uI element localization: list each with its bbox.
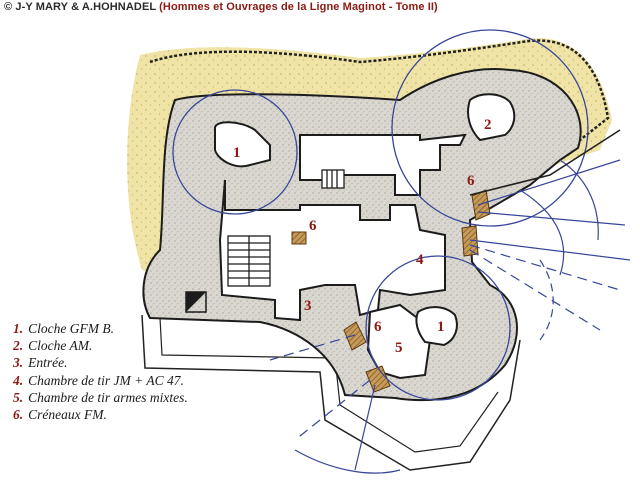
earth-edge-line	[149, 39, 610, 141]
plan-label-4: 4	[416, 252, 424, 268]
moat-outline	[141, 314, 521, 471]
legend-text: Entrée.	[28, 355, 68, 371]
plan-label-3: 3	[304, 298, 312, 314]
legend-key: 4.	[13, 372, 24, 388]
staircase	[227, 169, 345, 287]
plan-label-1-right: 1	[437, 319, 445, 335]
legend-key: 6.	[13, 407, 24, 423]
legend-item: 3.Entrée.	[13, 354, 243, 371]
plan-label-6-mid: 6	[309, 218, 317, 234]
right-face-wall	[469, 129, 621, 196]
legend-key: 5.	[13, 389, 24, 405]
figure-credit: © J-Y MARY & A.HOHNADEL (Hommes et Ouvra…	[4, 1, 438, 13]
plan-label-2: 2	[484, 117, 492, 133]
legend-text: Cloche GFM B.	[28, 321, 114, 336]
moat-outline-inner	[159, 317, 499, 453]
legend-text: Chambre de tir JM + AC 47.	[28, 372, 184, 388]
corner-marker-frame	[185, 291, 207, 313]
legend-item: 6.Créneaux FM.	[13, 406, 243, 423]
plan-label-1-left: 1	[233, 145, 241, 161]
legend-text: Chambre de tir armes mixtes.	[28, 389, 188, 405]
embrasures	[291, 189, 491, 393]
legend-item: 4.Chambre de tir JM + AC 47.	[13, 372, 243, 389]
legend-item: 2.Cloche AM.	[13, 337, 243, 354]
interior-rooms	[214, 93, 516, 380]
plan-label-6-low: 6	[374, 319, 382, 335]
legend-key: 3.	[13, 355, 24, 371]
range-circles	[172, 29, 589, 401]
legend-item: 5.Chambre de tir armes mixtes.	[13, 389, 243, 406]
firing-sectors	[269, 159, 631, 474]
legend-text: Cloche AM.	[28, 338, 93, 354]
legend-key: 2.	[13, 338, 24, 354]
legend-text: Créneaux FM.	[28, 407, 107, 423]
credit-authors: © J-Y MARY & A.HOHNADEL	[4, 1, 156, 13]
plan-label-5: 5	[395, 340, 403, 356]
corner-marker	[186, 292, 206, 312]
plan-label-6-top: 6	[467, 173, 475, 189]
credit-source: (Hommes et Ouvrages de la Ligne Maginot …	[159, 1, 438, 13]
legend-item: 1. Cloche GFM B.	[13, 320, 243, 337]
legend: 1. Cloche GFM B. 2.Cloche AM. 3.Entrée. 4…	[13, 320, 243, 423]
legend-key: 1.	[13, 321, 24, 336]
